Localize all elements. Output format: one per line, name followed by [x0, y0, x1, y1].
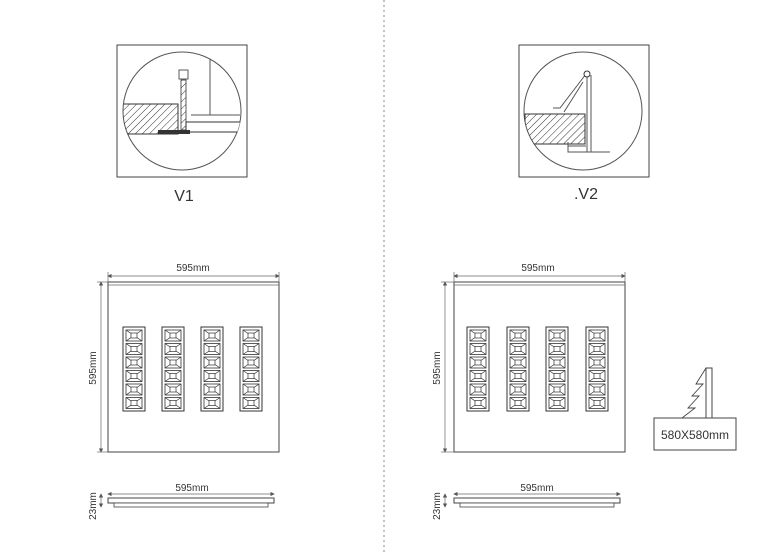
louvre-cell — [242, 356, 260, 369]
louvre-cell — [242, 370, 260, 382]
louvre-column — [161, 326, 185, 412]
louvre-cell — [548, 356, 566, 369]
louvre-cell — [588, 397, 606, 409]
louvre-cell — [588, 383, 606, 396]
louvre-cell — [164, 343, 182, 355]
louvre-column — [200, 326, 224, 412]
louvre-cell — [469, 397, 487, 409]
louvre-cell — [588, 343, 606, 355]
louvre-column — [506, 326, 530, 412]
louvre-cell — [509, 329, 527, 342]
side-profile-right: 595mm 23mm — [432, 483, 621, 520]
detail-v2: .V2 — [518, 44, 650, 203]
panel-plan-right: 595mm 595mm — [432, 263, 626, 453]
louvre-cell — [125, 356, 143, 369]
louvre-cell — [588, 329, 606, 342]
right-height-label: 595mm — [432, 351, 443, 384]
louvre-cell — [469, 329, 487, 342]
louvre-cell — [125, 383, 143, 396]
louvre-cell — [509, 397, 527, 409]
louvre-cell — [203, 356, 221, 369]
louvre-column — [545, 326, 569, 412]
louvre-cell — [125, 329, 143, 342]
louvre-cell — [588, 356, 606, 369]
cutout-label: 580X580mm — [661, 428, 729, 442]
right-side-height-label: 23mm — [432, 492, 443, 520]
louvre-column — [466, 326, 490, 412]
left-side-height-label: 23mm — [88, 492, 99, 520]
louvre-cell — [164, 397, 182, 409]
detail-v1: V1 — [116, 44, 248, 205]
detail-v2-label: .V2 — [574, 186, 598, 203]
louvre-cell — [164, 329, 182, 342]
louvre-cell — [203, 397, 221, 409]
side-profile-left: 595mm 23mm — [88, 483, 275, 520]
left-side-width-label: 595mm — [175, 483, 208, 494]
louvre-cell — [548, 397, 566, 409]
louvre-cell — [548, 383, 566, 396]
louvre-cell — [125, 370, 143, 382]
louvre-cell — [125, 343, 143, 355]
louvre-cell — [164, 356, 182, 369]
louvre-cell — [203, 370, 221, 382]
louvre-cell — [509, 383, 527, 396]
left-height-label: 595mm — [88, 351, 99, 384]
louvre-cell — [548, 370, 566, 382]
louvre-cell — [164, 383, 182, 396]
louvre-column — [239, 326, 263, 412]
louvre-cell — [588, 370, 606, 382]
right-width-label: 595mm — [521, 263, 554, 274]
louvre-cell — [242, 329, 260, 342]
louvre-array-left — [122, 326, 263, 412]
louvre-array-right — [466, 326, 609, 412]
right-side-width-label: 595mm — [520, 483, 553, 494]
louvre-cell — [509, 343, 527, 355]
louvre-cell — [242, 383, 260, 396]
louvre-cell — [242, 397, 260, 409]
louvre-cell — [548, 329, 566, 342]
louvre-cell — [469, 383, 487, 396]
louvre-cell — [164, 370, 182, 382]
louvre-column — [122, 326, 146, 412]
louvre-cell — [469, 370, 487, 382]
louvre-column — [585, 326, 609, 412]
louvre-cell — [125, 397, 143, 409]
louvre-cell — [203, 343, 221, 355]
louvre-cell — [242, 343, 260, 355]
panel-plan-left: 595mm 595mm — [88, 263, 280, 453]
louvre-cell — [203, 383, 221, 396]
cutout-detail: 580X580mm — [653, 367, 737, 451]
louvre-cell — [509, 370, 527, 382]
louvre-cell — [548, 343, 566, 355]
detail-v1-label: V1 — [174, 188, 194, 205]
louvre-cell — [509, 356, 527, 369]
louvre-cell — [469, 343, 487, 355]
louvre-cell — [203, 329, 221, 342]
louvre-cell — [469, 356, 487, 369]
left-width-label: 595mm — [176, 263, 209, 274]
